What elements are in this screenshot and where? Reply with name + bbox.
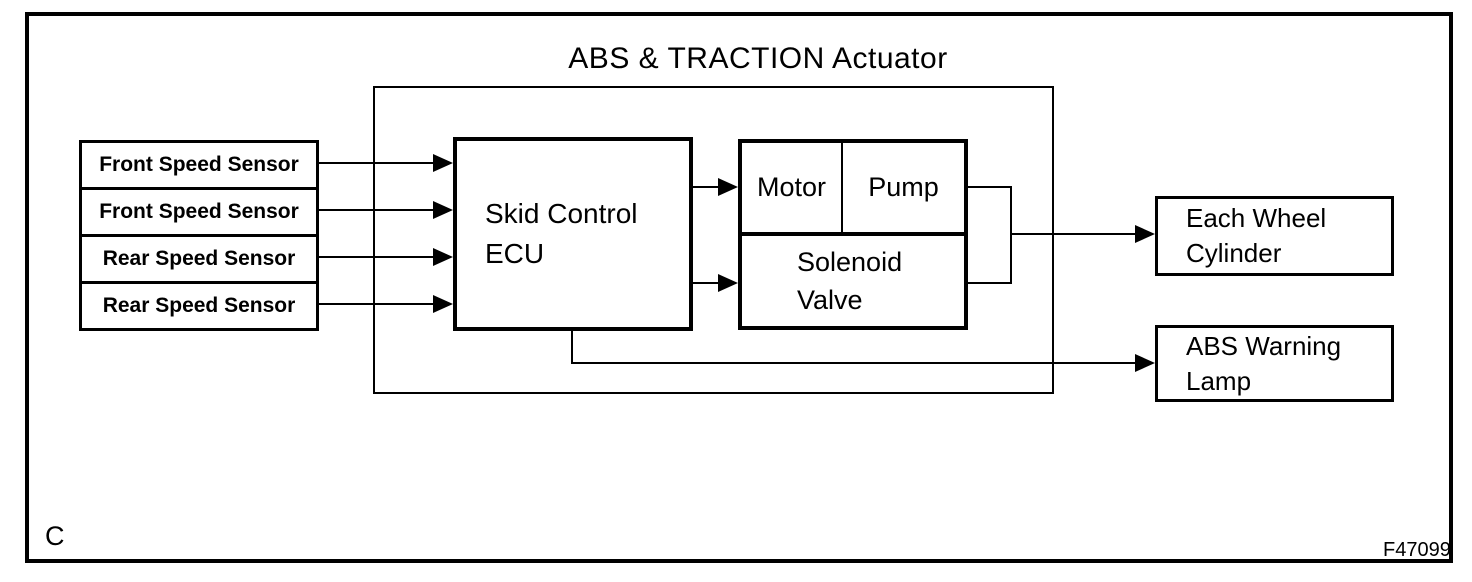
sensor-box-rear-speed-1: Rear Speed Sensor xyxy=(79,234,319,284)
abs-warning-lamp-box: ABS Warning Lamp xyxy=(1155,325,1394,402)
ecu-label-line1: Skid Control xyxy=(485,198,638,229)
sensor-box-front-speed-1: Front Speed Sensor xyxy=(79,140,319,190)
arrowhead-icon xyxy=(433,201,453,219)
arrowhead-icon xyxy=(1135,354,1155,372)
sensor-box-front-speed-2: Front Speed Sensor xyxy=(79,187,319,237)
pump-cell: Pump xyxy=(843,143,964,232)
solenoid-label-line1: Solenoid xyxy=(797,247,903,277)
arrowhead-icon xyxy=(433,295,453,313)
diagram-title: ABS & TRACTION Actuator xyxy=(568,42,948,75)
line-ecu-to-motor xyxy=(693,186,720,188)
line-sensor2-to-ecu xyxy=(318,209,435,211)
line-motor-output xyxy=(968,186,1012,188)
ecu-label-line2: ECU xyxy=(485,238,545,269)
wheel-cylinder-box: Each Wheel Cylinder xyxy=(1155,196,1394,276)
pump-label: Pump xyxy=(868,172,939,202)
sensor-label: Front Speed Sensor xyxy=(99,153,299,176)
wheel-cylinder-label-line2: Cylinder xyxy=(1186,238,1282,268)
arrowhead-icon xyxy=(433,248,453,266)
motor-pump-divider xyxy=(841,143,843,232)
figure-code: F47099 xyxy=(1383,539,1451,561)
line-to-wheel-cylinder xyxy=(1012,233,1136,235)
arrowhead-icon xyxy=(718,178,738,196)
line-sensor1-to-ecu xyxy=(318,162,435,164)
line-ecu-down xyxy=(571,330,573,364)
arrowhead-icon xyxy=(718,274,738,292)
line-to-warning-lamp xyxy=(571,362,1137,364)
line-sensor4-to-ecu xyxy=(318,303,435,305)
sensor-box-rear-speed-2: Rear Speed Sensor xyxy=(79,281,319,331)
solenoid-valve-box: Solenoid Valve xyxy=(738,232,968,330)
sensor-label: Front Speed Sensor xyxy=(99,200,299,223)
abs-traction-actuator-boundary-box xyxy=(373,86,1054,394)
line-ecu-to-solenoid xyxy=(693,282,720,284)
line-solenoid-output xyxy=(968,282,1012,284)
motor-pump-box: Motor Pump xyxy=(738,139,968,236)
line-sensor3-to-ecu xyxy=(318,256,435,258)
motor-label: Motor xyxy=(756,172,827,202)
outer-border-frame xyxy=(25,12,1453,563)
warning-lamp-label-line2: Lamp xyxy=(1186,365,1252,396)
warning-lamp-label-line1: ABS Warning xyxy=(1186,330,1342,361)
sensor-label: Rear Speed Sensor xyxy=(102,247,296,270)
skid-control-ecu-box: Skid Control ECU xyxy=(453,137,693,331)
arrowhead-icon xyxy=(433,154,453,172)
motor-cell: Motor xyxy=(742,143,841,232)
sensor-label: Rear Speed Sensor xyxy=(102,294,296,317)
line-output-junction xyxy=(1010,186,1012,284)
page-marker-c: C xyxy=(45,521,65,551)
arrowhead-icon xyxy=(1135,225,1155,243)
solenoid-label-line2: Valve xyxy=(797,285,863,315)
wheel-cylinder-label-line1: Each Wheel xyxy=(1186,203,1327,233)
